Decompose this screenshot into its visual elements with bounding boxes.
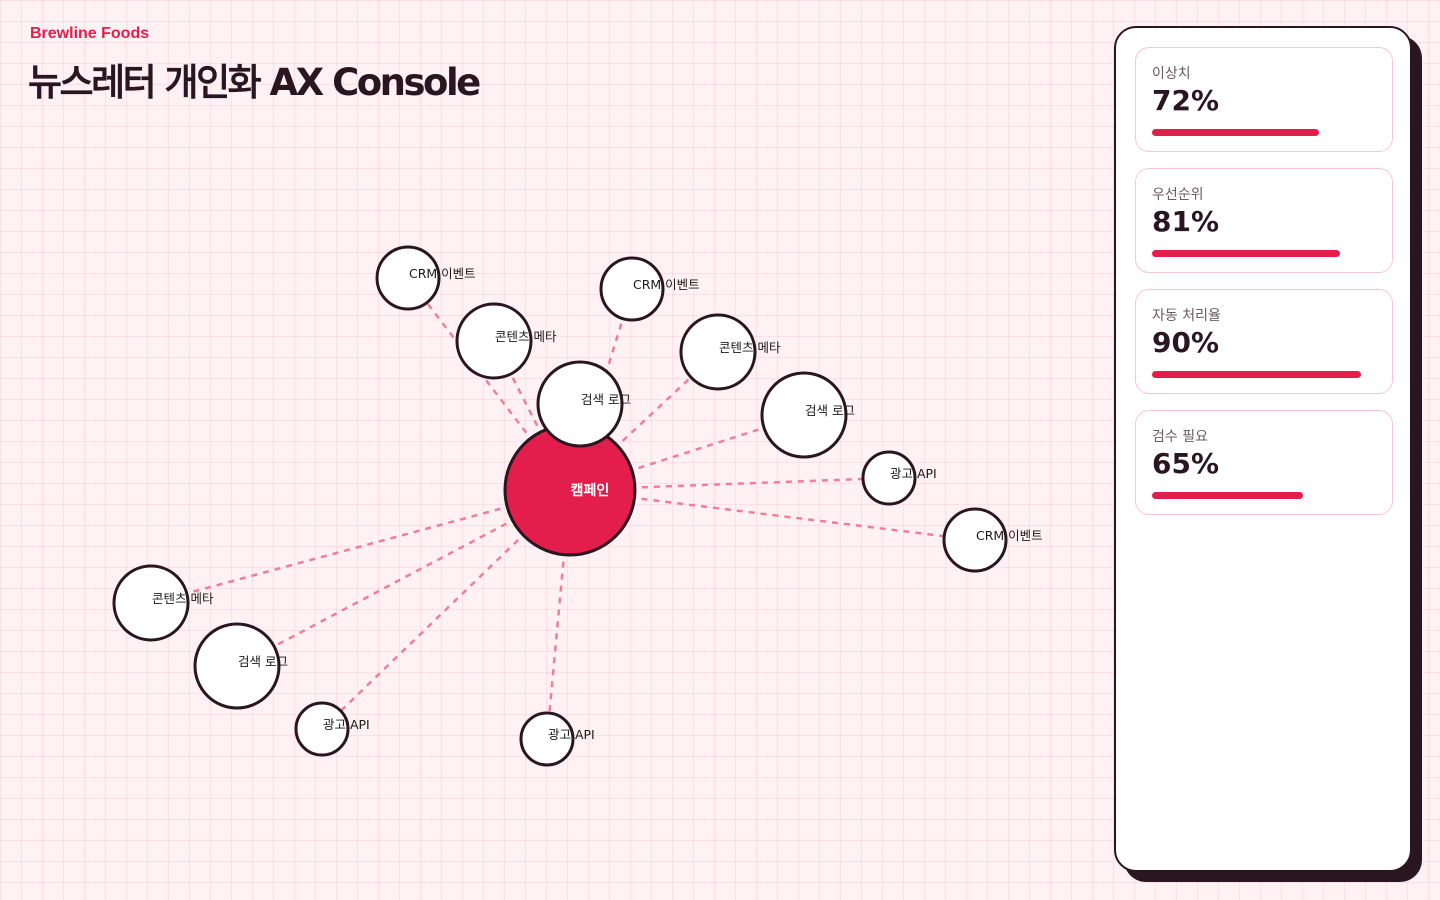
graph-node-n8[interactable]: CRM 이벤트 (942, 507, 1043, 573)
node-label: 콘텐츠 메타 (719, 340, 781, 355)
node-circle (599, 256, 665, 322)
node-label: CRM 이벤트 (633, 277, 700, 292)
graph-node-n5[interactable]: 검색 로그 (536, 360, 631, 448)
node-circle (679, 313, 757, 391)
metric-bar (1152, 250, 1340, 257)
hub-label: 캠페인 (571, 482, 610, 499)
graph-edge (321, 489, 571, 730)
metric-card-priority[interactable]: 우선순위 81% (1135, 168, 1393, 273)
node-label: 광고 API (548, 727, 595, 742)
node-circle (294, 701, 350, 757)
node-circle (760, 371, 848, 459)
node-circle (861, 450, 917, 506)
metric-label: 이상치 (1152, 66, 1191, 82)
graph-edge (407, 277, 571, 491)
node-circle (536, 360, 624, 448)
graph-node-n10[interactable]: 검색 로그 (193, 622, 288, 710)
node-circle (455, 302, 533, 380)
metric-bar (1152, 492, 1303, 499)
graph-node-n2[interactable]: 콘텐츠 메타 (455, 302, 557, 380)
graph-node-n9[interactable]: 콘텐츠 메타 (112, 564, 214, 642)
metrics-panel: 이상치 72% 우선순위 81% 자동 처리율 90% 검수 필요 65% (1114, 26, 1412, 872)
metric-value: 65% (1152, 447, 1220, 480)
node-label: 광고 API (890, 466, 937, 481)
page-title: 뉴스레터 개인화 AX Console (28, 61, 481, 104)
node-circle (193, 622, 281, 710)
metric-card-automation-rate[interactable]: 자동 처리율 90% (1135, 289, 1393, 394)
node-label: CRM 이벤트 (409, 266, 476, 281)
graph-node-n6[interactable]: 검색 로그 (760, 371, 855, 459)
node-label: 콘텐츠 메타 (495, 329, 557, 344)
metric-label: 자동 처리율 (1152, 308, 1221, 324)
metric-label: 검수 필요 (1152, 429, 1208, 445)
node-circle (519, 711, 575, 767)
metric-card-anomaly[interactable]: 이상치 72% (1135, 47, 1393, 152)
metric-bar (1152, 129, 1319, 136)
graph-edge (150, 488, 571, 605)
metric-value: 72% (1152, 84, 1220, 117)
graph-node-n7[interactable]: 광고 API (861, 450, 937, 506)
metric-value: 81% (1152, 205, 1220, 238)
brand-name: Brewline Foods (30, 25, 150, 42)
graph-node-n4[interactable]: 콘텐츠 메타 (679, 313, 781, 391)
node-label: 콘텐츠 메타 (152, 591, 214, 606)
graph-node-n12[interactable]: 광고 API (519, 711, 595, 767)
graph-node-n3[interactable]: CRM 이벤트 (599, 256, 700, 322)
node-circle (375, 245, 441, 311)
graph-edge (569, 488, 976, 542)
metric-value: 90% (1152, 326, 1220, 359)
node-label: 검색 로그 (805, 403, 855, 418)
metric-bar (1152, 371, 1361, 378)
node-label: CRM 이벤트 (976, 528, 1043, 543)
graph-node-n11[interactable]: 광고 API (294, 701, 370, 757)
graph-node-n1[interactable]: CRM 이벤트 (375, 245, 476, 311)
node-label: 검색 로그 (238, 654, 288, 669)
node-label: 검색 로그 (581, 392, 631, 407)
node-circle (112, 564, 190, 642)
metric-card-review-needed[interactable]: 검수 필요 65% (1135, 410, 1393, 515)
metric-label: 우선순위 (1152, 187, 1204, 203)
node-circle (942, 507, 1008, 573)
node-label: 광고 API (323, 717, 370, 732)
